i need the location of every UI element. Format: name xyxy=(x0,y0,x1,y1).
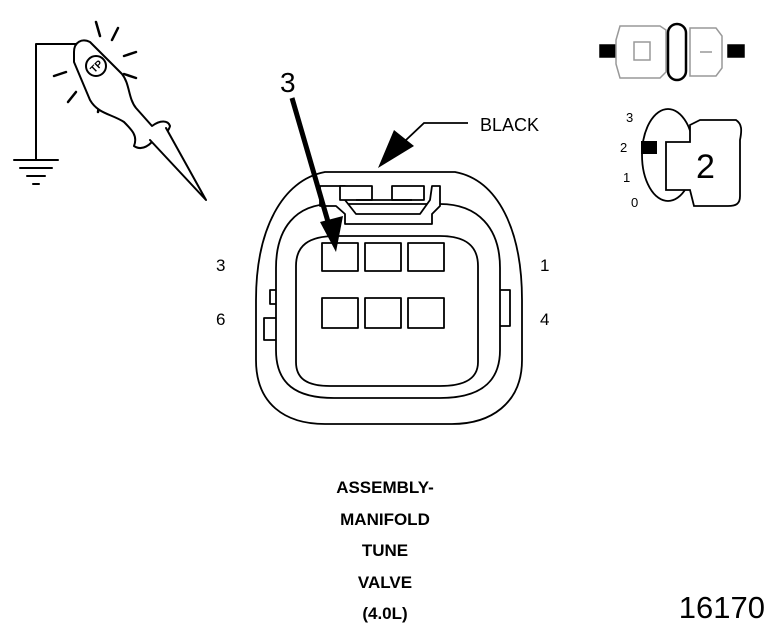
left-tab xyxy=(263,289,276,341)
figure-number: 16170 xyxy=(678,590,765,625)
selector-scale-2: 2 xyxy=(620,140,627,155)
pin-cavity-4 xyxy=(407,297,445,329)
connector-outer-housing xyxy=(255,171,523,425)
pin-label-bottom-left: 6 xyxy=(216,310,225,329)
pin-cavity-1 xyxy=(407,242,445,272)
pin-cavity-3 xyxy=(321,242,359,272)
caption-line-5: (4.0L) xyxy=(362,604,408,623)
connector-face xyxy=(255,171,523,425)
connector-inner-housing xyxy=(275,203,501,399)
locking-latch xyxy=(319,185,441,225)
caption-line-2: MANIFOLD xyxy=(340,509,430,529)
ground-icon xyxy=(13,159,59,185)
selector-knob-icon xyxy=(641,108,743,207)
pin-label-top-right: 1 xyxy=(540,256,549,275)
right-tab xyxy=(500,289,511,327)
selector-scale-1: 1 xyxy=(623,170,630,185)
component-caption: ASSEMBLY- MANIFOLD TUNE VALVE (4.0L) xyxy=(300,472,470,630)
pointer-arrow xyxy=(289,97,343,252)
wire-color-label: BLACK xyxy=(480,115,539,135)
pin-label-top-left: 3 xyxy=(216,256,225,275)
test-probe-icon xyxy=(13,20,207,201)
caption-line-1: ASSEMBLY- xyxy=(336,478,434,497)
selector-number: 2 xyxy=(696,148,715,186)
selector-indicator xyxy=(641,141,657,154)
tp-badge xyxy=(85,55,107,77)
caption-line-3: TUNE xyxy=(361,541,409,560)
selector-scale-0: 0 xyxy=(631,195,638,210)
pin-cavity-5 xyxy=(364,297,402,329)
selector-scale-3: 3 xyxy=(626,110,633,125)
connector-cavity xyxy=(295,235,479,387)
probe-tip xyxy=(149,127,207,201)
caption-line-4: VALVE xyxy=(357,572,413,592)
pin-cavity-2 xyxy=(364,242,402,272)
wire-color-leader xyxy=(378,122,468,168)
pin-cavity-6 xyxy=(321,297,359,329)
pointer-number: 3 xyxy=(280,67,296,98)
ground-wire xyxy=(35,43,79,161)
plug-icon xyxy=(599,22,745,82)
probe-body xyxy=(73,39,171,150)
pin-label-bottom-right: 4 xyxy=(540,310,549,329)
